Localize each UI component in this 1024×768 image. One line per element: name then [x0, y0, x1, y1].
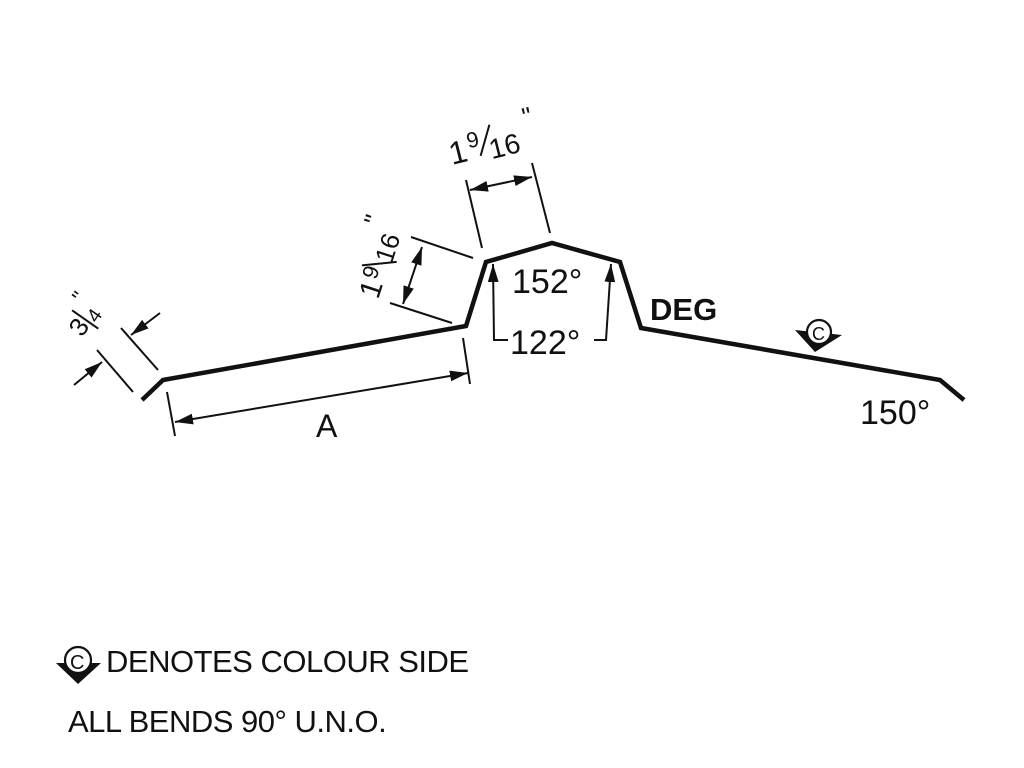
colour-side-note: DENOTES COLOUR SIDE: [106, 644, 469, 679]
profile-line: [140, 240, 966, 402]
rib-height-dimension: [389, 236, 474, 324]
svg-text:16: 16: [369, 230, 406, 267]
svg-text:": ": [519, 101, 535, 132]
svg-text:C: C: [70, 652, 84, 674]
colour-side-legend-icon: C: [56, 645, 101, 684]
bends-note: ALL BENDS 90° U.N.O.: [68, 704, 387, 739]
rib-angle-label: 122°: [510, 324, 580, 362]
rib-height-dimension-label: 1 9 16 ": [353, 211, 406, 302]
rib-top-dimension: [465, 162, 551, 249]
svg-text:16: 16: [486, 127, 524, 165]
svg-text:": ": [358, 211, 389, 229]
svg-text:": ": [67, 287, 92, 308]
svg-text:C: C: [812, 324, 825, 344]
svg-text:9: 9: [464, 126, 482, 153]
end-angle-label: 150°: [860, 394, 930, 432]
length-dimension: [166, 337, 471, 437]
length-dimension-label: A: [316, 408, 338, 444]
top-angle-label: 152°: [512, 263, 582, 301]
rib-angle-bracket: [487, 263, 616, 341]
rib-top-dimension-label: 1 9 16 ": [445, 101, 535, 172]
flange-dimension-label: 3 4 ": [62, 287, 107, 342]
colour-side-marker-icon: C: [795, 318, 842, 352]
flange-dimension: [73, 312, 161, 393]
deg-label: DEG: [650, 292, 717, 327]
